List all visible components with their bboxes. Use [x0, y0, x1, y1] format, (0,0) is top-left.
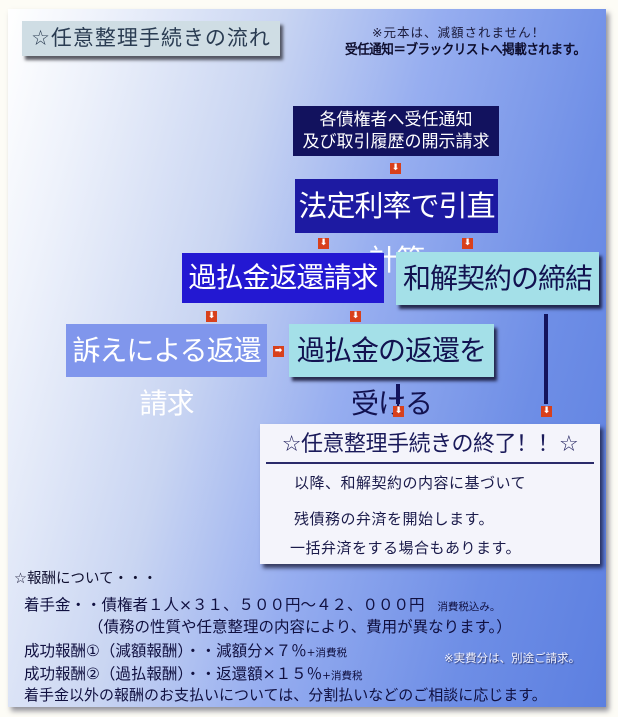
flow-step-notice: 各債権者へ受任通知 及び取引履歴の開示請求 — [293, 106, 499, 156]
fee-success-reduction-rate: 成功報酬①（減額報酬）・・減額分×７％ — [24, 642, 307, 660]
fee-retainer-tax: 消費税込み。 — [437, 601, 501, 613]
completion-line: 以降、和解契約の内容に基づいて — [294, 474, 527, 492]
flow-step-recalculation: 法定利率で引直計算 — [295, 179, 498, 277]
flow-step-lawsuit-claim: 訴えによる返還請求 — [66, 324, 267, 420]
arrow-down-icon: ⬇ — [390, 163, 401, 174]
installment-note: 着手金以外の報酬のお支払いについては、分割払いなどのご相談に応じます。 — [24, 686, 547, 704]
principal-note: ※元本は、減額されません！ — [372, 25, 546, 40]
connector-line — [396, 384, 400, 404]
flow-step-notice-line1: 各債権者へ受任通知 — [319, 110, 473, 130]
fee-retainer-note: （債務の性質や任意整理の内容により、費用が異なります。） — [88, 618, 512, 636]
arrow-down-icon: ⬇ — [393, 406, 404, 417]
fee-success-refund-tax: +消費税 — [322, 670, 363, 682]
fee-success-refund: 成功報酬②（過払報酬）・・返還額×１５％+消費税 — [24, 662, 362, 684]
arrow-right-icon: ➡ — [273, 346, 284, 357]
fee-success-reduction: 成功報酬①（減額報酬）・・減額分×７％+消費税 — [24, 639, 347, 661]
completion-title: ☆任意整理手続きの終了！！☆ — [266, 428, 594, 464]
arrow-down-icon: ⬇ — [350, 311, 361, 322]
flow-step-settlement: 和解契約の締結 — [396, 252, 599, 305]
completion-line: 残債務の弁済を開始します。 — [294, 510, 495, 528]
fee-success-reduction-tax: +消費税 — [306, 647, 347, 659]
completion-line: 一括弁済をする場合もあります。 — [290, 539, 522, 557]
fees-heading: ☆報酬について・・・ — [14, 571, 158, 587]
fee-success-refund-rate: 成功報酬②（過払報酬）・・返還額×１５％ — [24, 665, 323, 683]
connector-line — [544, 314, 548, 404]
arrow-down-icon: ⬇ — [541, 406, 552, 417]
fee-retainer-amount: 着手金・・債権者１人×３１、５００円～４２、０００円 — [24, 596, 425, 614]
blacklist-note: 受任通知＝ブラックリストへ掲載されます。 — [345, 42, 586, 58]
expenses-note: ※実費分は、別途ご請求。 — [444, 651, 581, 665]
flow-step-notice-line2: 及び取引履歴の開示請求 — [302, 132, 490, 152]
completion-box: ☆任意整理手続きの終了！！☆ 以降、和解契約の内容に基づいて 残債務の弁済を開始… — [260, 424, 600, 564]
fee-retainer: 着手金・・債権者１人×３１、５００円～４２、０００円 消費税込み。 — [24, 593, 500, 615]
arrow-down-icon: ⬇ — [206, 311, 217, 322]
flow-step-receive-refund: 過払金の返還を受ける — [289, 324, 494, 420]
arrow-down-icon: ⬇ — [318, 238, 329, 249]
page-title: ☆任意整理手続きの流れ — [22, 21, 280, 56]
flow-step-overpayment-claim: 過払金返還請求 — [182, 253, 384, 303]
arrow-down-icon: ⬇ — [462, 238, 473, 249]
